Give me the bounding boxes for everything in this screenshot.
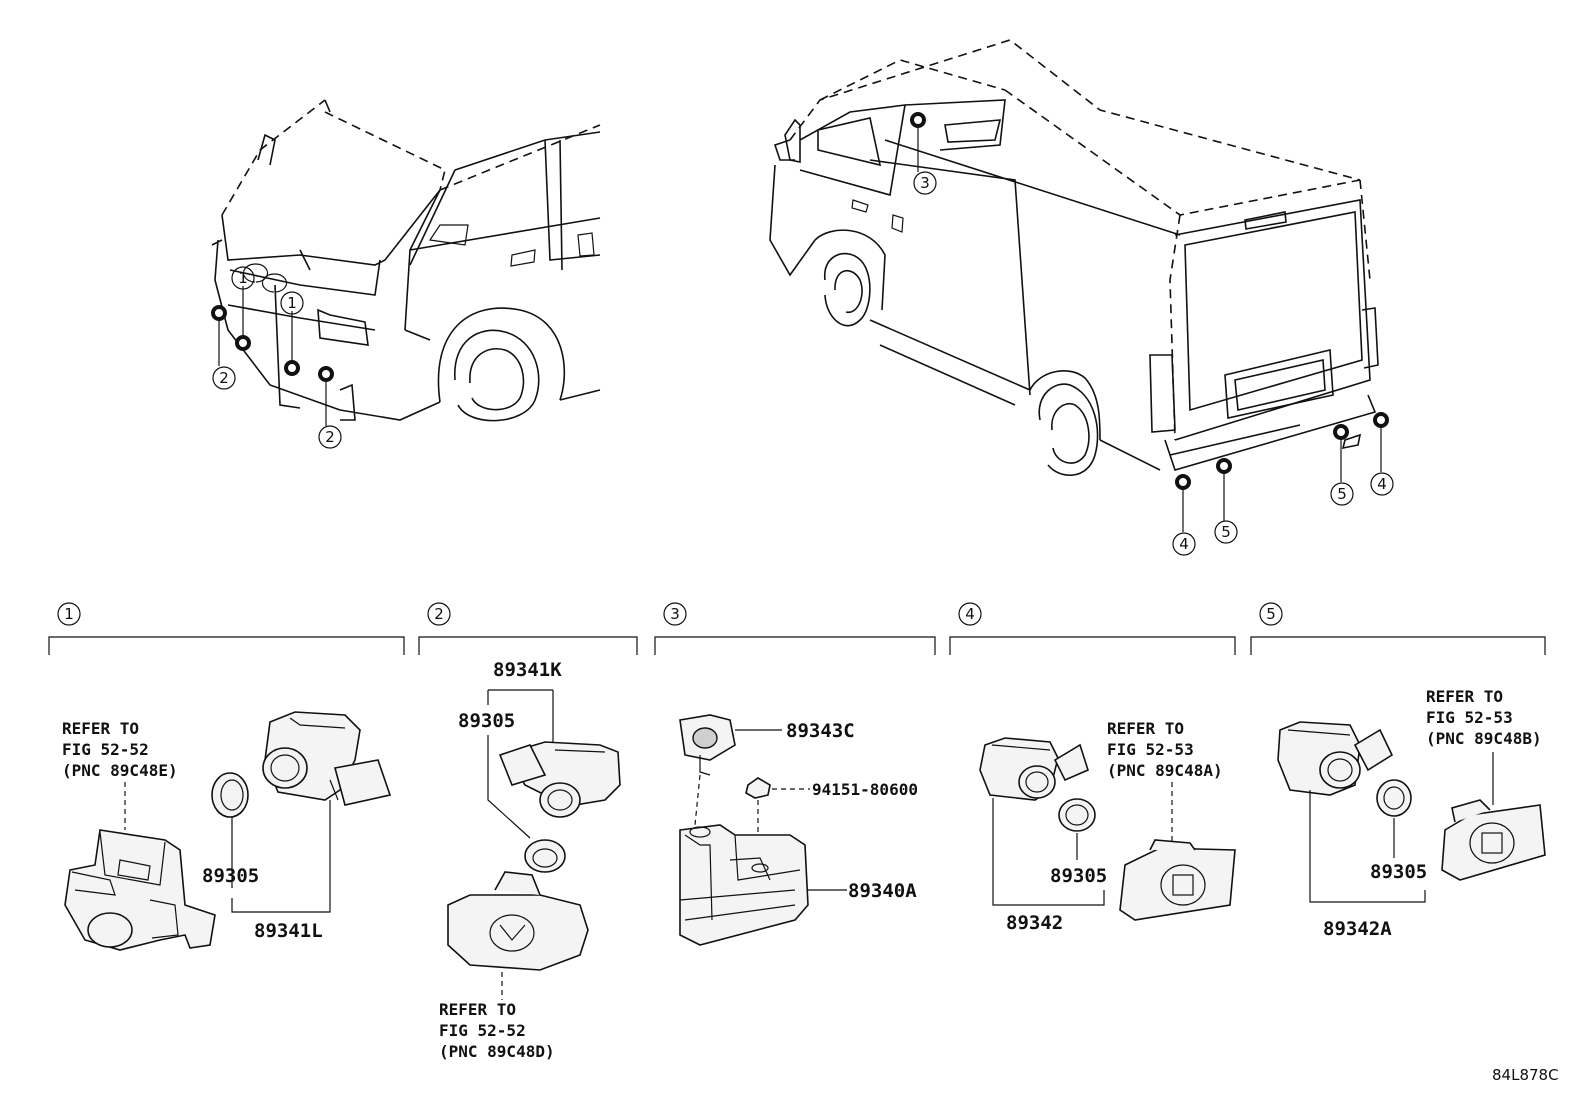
part-89305: 89305	[202, 865, 259, 887]
gasket-ring	[524, 839, 566, 873]
callout-2-label: 2	[325, 428, 335, 446]
part-89342: 89342	[1006, 912, 1063, 934]
sensor-holder	[447, 871, 589, 971]
section-2-number: 2	[434, 605, 444, 623]
refer-line-3: (PNC 89C48E)	[62, 761, 178, 780]
refer-line-1: REFER TO	[1426, 687, 1503, 706]
section-4: REFER TO FIG 52-53 (PNC 89C48A) 89305 89…	[979, 719, 1236, 934]
nut	[745, 777, 771, 799]
sensor-dot	[910, 112, 926, 128]
gasket-ring	[211, 772, 249, 818]
section-5: REFER TO FIG 52-53 (PNC 89C48B) 89305 89…	[1277, 687, 1546, 940]
part-89341L: 89341L	[254, 920, 323, 942]
callout-5-label: 5	[1221, 523, 1231, 541]
section-3: 89343C 94151-80600 89340A	[679, 714, 918, 946]
ultrasonic-sensor	[498, 741, 621, 818]
refer-line-3: (PNC 89C48B)	[1426, 729, 1542, 748]
callout-4-label: 4	[1179, 535, 1189, 553]
callout-3	[913, 171, 937, 195]
sensor-dot	[318, 366, 334, 382]
front-van-illustration	[211, 99, 601, 422]
section-5-number: 5	[1266, 605, 1276, 623]
section-3-number: 3	[670, 605, 680, 623]
sensor-dot	[1216, 458, 1232, 474]
sensor-holder	[1119, 839, 1236, 921]
control-module	[679, 824, 809, 946]
callout-1-label: 1	[238, 269, 248, 287]
front-sensor-markers	[211, 286, 334, 426]
refer-line-3: (PNC 89C48D)	[439, 1042, 555, 1061]
rear-van-illustration	[769, 39, 1379, 477]
section-1-number: 1	[64, 605, 74, 623]
part-89340A: 89340A	[848, 880, 917, 902]
sensor-dot	[284, 360, 300, 376]
relay-switch	[679, 714, 736, 776]
callout-2-label: 2	[219, 369, 229, 387]
callout-4	[1370, 472, 1394, 496]
section-headers: 1 2 3 4 5	[48, 602, 1546, 655]
figure-code: 84L878C	[1492, 1066, 1559, 1084]
ultrasonic-sensor	[262, 711, 392, 806]
sensor-holder	[1441, 799, 1546, 881]
part-89342A: 89342A	[1323, 918, 1392, 940]
callout-2	[212, 366, 236, 390]
part-94151-80600: 94151-80600	[812, 780, 918, 799]
sensor-bracket	[64, 829, 216, 951]
callout-3-label: 3	[920, 174, 930, 192]
sensor-dot	[211, 305, 227, 321]
refer-line-1: REFER TO	[439, 1000, 516, 1019]
ultrasonic-sensor	[979, 737, 1089, 801]
rear-sensor-markers	[910, 112, 1389, 532]
section-1: REFER TO FIG 52-52 (PNC 89C48E) 89305	[62, 711, 392, 951]
sensor-dot	[1175, 474, 1191, 490]
refer-line-1: REFER TO	[62, 719, 139, 738]
sensor-dot	[235, 335, 251, 351]
gasket-ring	[1058, 798, 1096, 832]
callout-5-label: 5	[1337, 485, 1347, 503]
callout-4	[1172, 532, 1196, 556]
section-2: 89341K 89305 REFER TO FIG 52-52 (PNC 89C…	[439, 659, 621, 1061]
part-89343C: 89343C	[786, 720, 855, 742]
part-89305: 89305	[1050, 865, 1107, 887]
location-callouts: 1 1 2 2 3 4 5 5 4	[212, 171, 1394, 556]
callout-1	[280, 291, 304, 315]
part-89341K: 89341K	[493, 659, 562, 681]
gasket-ring	[1376, 779, 1412, 817]
part-89305: 89305	[458, 710, 515, 732]
refer-line-2: FIG 52-52	[62, 740, 149, 759]
callout-1-label: 1	[287, 294, 297, 312]
callout-5	[1330, 482, 1354, 506]
callout-1	[231, 266, 255, 290]
sensor-dot	[1333, 424, 1349, 440]
refer-line-1: REFER TO	[1107, 719, 1184, 738]
sensor-dot	[1373, 412, 1389, 428]
callout-5	[1214, 520, 1238, 544]
part-89305: 89305	[1370, 861, 1427, 883]
callout-4-label: 4	[1377, 475, 1387, 493]
refer-line-2: FIG 52-53	[1426, 708, 1513, 727]
section-4-number: 4	[965, 605, 975, 623]
refer-line-2: FIG 52-52	[439, 1021, 526, 1040]
refer-line-3: (PNC 89C48A)	[1107, 761, 1223, 780]
refer-line-2: FIG 52-53	[1107, 740, 1194, 759]
callout-2	[318, 425, 342, 449]
ultrasonic-sensor	[1277, 721, 1394, 796]
